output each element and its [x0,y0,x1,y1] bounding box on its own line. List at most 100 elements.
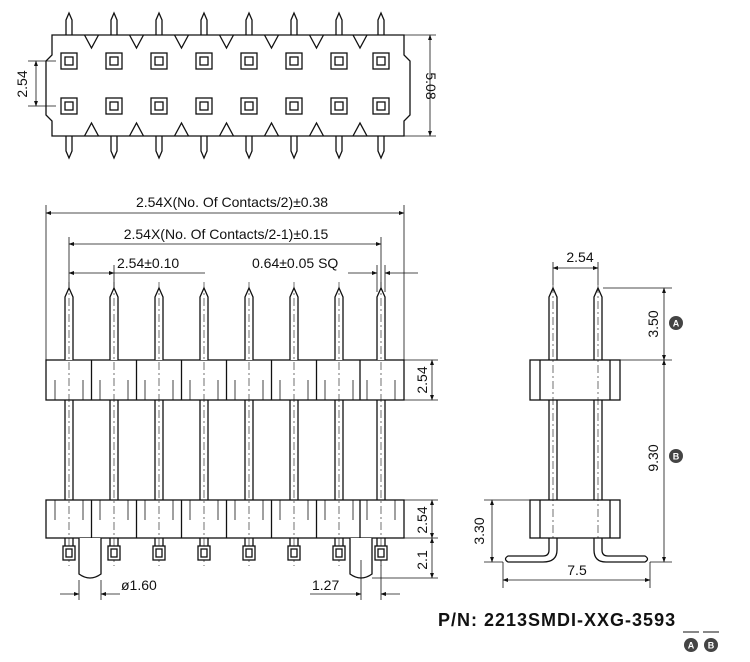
pin-tail-pad [62,545,76,561]
top-pin-tip [110,11,118,35]
pn-marker-b-label: B [708,641,715,651]
pin-size-label: 0.64±0.05 SQ [252,255,338,271]
top-pad [372,97,390,115]
top-pad [105,97,123,115]
lower-housing [45,499,405,539]
top-view-notches [83,34,368,137]
pin-tail-pad [332,545,346,561]
part-number: P/N: 2213SMDI-XXG-3593 A B [438,610,719,652]
pin-tail-pad [374,545,388,561]
marker-a-label: A [673,319,680,329]
top-pin-tip [335,136,343,160]
overall-length-label: 2.54X(No. Of Contacts/2)±0.38 [136,194,328,210]
pin-tail [155,548,163,558]
upper-housing [45,359,405,401]
pin-span-label: 2.54X(No. Of Contacts/2-1)±0.15 [124,226,329,242]
top-pad [240,97,258,115]
top-pin-square [289,101,299,111]
marker-b-badge: B [669,449,683,463]
pn-marker-a-label: A [688,641,695,651]
top-pad [150,97,168,115]
pin-tail-pad [287,545,301,561]
top-pad [105,52,123,70]
post-offset-label: 1.27 [312,577,339,593]
body-length-label: 9.30 [645,444,661,471]
top-notch [128,34,145,50]
pin-tail [377,548,385,558]
foot-height-label: 3.30 [471,517,487,544]
top-notch [83,121,100,137]
pin-tail-pad [197,545,211,561]
top-pad [285,97,303,115]
top-pad [195,97,213,115]
front-pin-tails [62,538,388,561]
top-notch [263,121,280,137]
upper-housing-height-label: 2.54 [414,366,430,393]
top-pin-square [244,56,254,66]
top-pin-tip [290,11,298,35]
top-view-outline [45,34,411,137]
top-pin-tip [200,136,208,160]
pin-tail-pad [107,545,121,561]
top-pin-tip [155,136,163,160]
part-number-code-a: 9 [654,610,665,630]
top-notch [128,121,145,137]
top-notch [308,34,325,50]
top-pin-tip [290,136,298,160]
part-number-prefix: P/N: 2213SMDI-XXG-35 [438,610,654,630]
top-pin-tip [200,11,208,35]
top-pin-square [64,101,74,111]
pin-tail-pad [152,545,166,561]
pin-tail [65,548,73,558]
top-pin-square [334,101,344,111]
top-pin-tip [245,11,253,35]
top-pad [330,97,348,115]
top-pin-tip [377,11,385,35]
top-pad [330,52,348,70]
top-pin-square [334,56,344,66]
pin-tail [290,548,298,558]
top-pin-tip [377,136,385,160]
pitch-label: 2.54±0.10 [117,255,179,271]
top-pin-square [376,101,386,111]
top-pad [240,52,258,70]
mating-length-label: 3.50 [645,310,661,337]
housing-segments [54,360,396,538]
top-pin-square [109,56,119,66]
part-number-text: P/N: 2213SMDI-XXG-3593 [438,610,676,630]
top-notch [173,34,190,50]
top-pad [150,52,168,70]
top-notch [173,121,190,137]
top-pin-square [376,56,386,66]
top-view-pins [60,11,390,160]
pin-tail-pad [242,545,256,561]
post-diameter-label: ø1.60 [121,577,157,593]
top-pin-square [244,101,254,111]
top-notch [218,34,235,50]
top-pin-tip [65,11,73,35]
top-pin-tip [110,136,118,160]
top-pin-square [289,56,299,66]
side-view [484,262,672,588]
pin-tail [245,548,253,558]
pin-tail [335,548,343,558]
top-pin-square [199,101,209,111]
part-number-code-b: 3 [665,610,676,630]
top-pad [60,97,78,115]
left-post [78,538,102,579]
front-view [45,205,438,600]
top-pin-square [199,56,209,66]
marker-a-badge: A [669,316,683,330]
top-pin-tip [245,136,253,160]
top-notch [218,121,235,137]
top-pin-tip [65,136,73,160]
top-notch [263,34,280,50]
top-pin-square [64,56,74,66]
top-notch [308,121,325,137]
top-width-label: 5.08 [423,72,439,99]
foot-span-label: 7.5 [567,562,587,578]
pin-tail [110,548,118,558]
marker-b-label: B [673,452,680,462]
pin-tail [200,548,208,558]
